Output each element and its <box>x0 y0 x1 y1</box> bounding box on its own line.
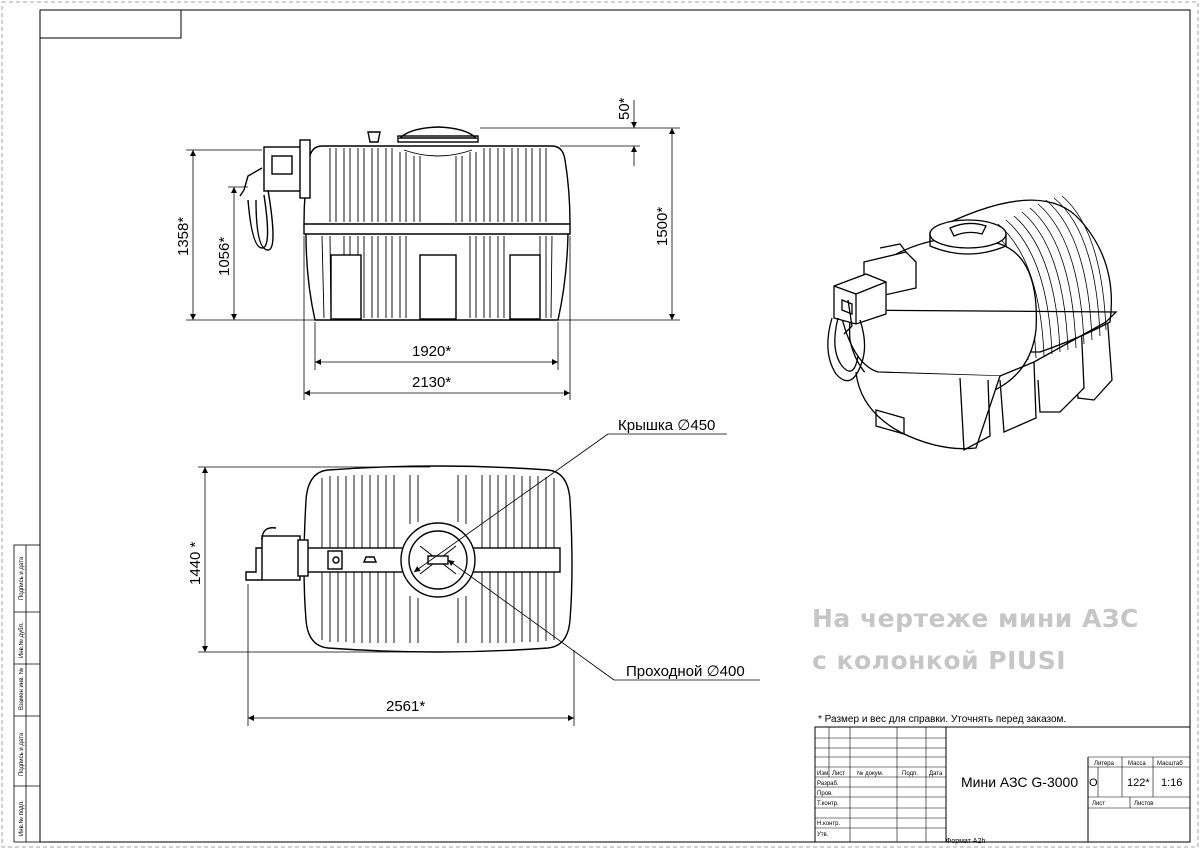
margin-label-sign-date-2: Подпись и дата <box>19 732 25 776</box>
watermark-line-1: На чертеже мини АЗС <box>812 604 1139 633</box>
front-view <box>239 126 571 321</box>
title-sheets-label: Листов <box>1134 801 1154 807</box>
dim-1920: 1920* <box>412 343 451 360</box>
dim-2130: 2130* <box>412 374 451 391</box>
title-header-date: Дата <box>929 771 943 777</box>
dim-1056: 1056* <box>216 237 233 276</box>
margin-label-sign-date-1: Подпись и дата <box>19 556 25 600</box>
title-header-doc: № докум. <box>857 770 884 777</box>
title-litera-value: О <box>1089 777 1098 789</box>
margin-label-inv-dubl: Инв.№ дубл. <box>18 622 25 658</box>
title-header-izm: Изм. <box>817 771 830 777</box>
title-header-sign: Подп. <box>902 771 918 777</box>
dim-1500: 1500* <box>654 207 671 246</box>
margin-stamp <box>13 544 41 843</box>
title-scale-value: 1:16 <box>1161 777 1182 789</box>
sheet-frame <box>39 9 1191 843</box>
title-row-razrab: Разраб. <box>817 781 839 787</box>
title-row-prov: Пров. <box>817 791 833 797</box>
title-row-tkontr: Т.контр. <box>817 801 839 807</box>
dim-2561: 2561* <box>386 698 425 715</box>
dim-50: 50* <box>616 97 633 120</box>
reference-note: * Размер и вес для справки. Уточнять пер… <box>818 714 1067 725</box>
title-block <box>814 726 1191 843</box>
title-header-list: Лист <box>832 771 845 777</box>
title-sheet-label: Лист <box>1092 801 1105 807</box>
callout-lid: Крышка ∅450 <box>618 417 715 434</box>
title-col-scale: Масштаб <box>1157 761 1183 767</box>
margin-label-vzamen: Взамен инв. № <box>18 668 25 710</box>
front-dimensions <box>186 100 680 400</box>
title-row-utv: Утв. <box>817 832 829 838</box>
sheet-format: Формат A2h <box>946 838 986 845</box>
title-mass-value: 122* <box>1127 777 1150 789</box>
dim-1358: 1358* <box>175 217 192 256</box>
watermark-line-2: с колонкой PIUSI <box>812 646 1067 675</box>
top-left-stamp-box <box>39 9 182 39</box>
title-row-nkontr: Н.контр. <box>817 821 840 827</box>
title-product-name: Мини АЗС G-3000 <box>961 774 1078 790</box>
isometric-view <box>827 195 1118 452</box>
callout-passage: Проходной ∅400 <box>626 663 745 680</box>
dim-1440: 1440 * <box>187 541 204 585</box>
title-col-mass: Масса <box>1128 761 1146 767</box>
title-col-litera: Литера <box>1094 761 1115 767</box>
top-dimensions <box>198 433 760 726</box>
top-view <box>245 465 573 653</box>
margin-label-inv-podl: Инв.№ подл. <box>18 800 25 836</box>
